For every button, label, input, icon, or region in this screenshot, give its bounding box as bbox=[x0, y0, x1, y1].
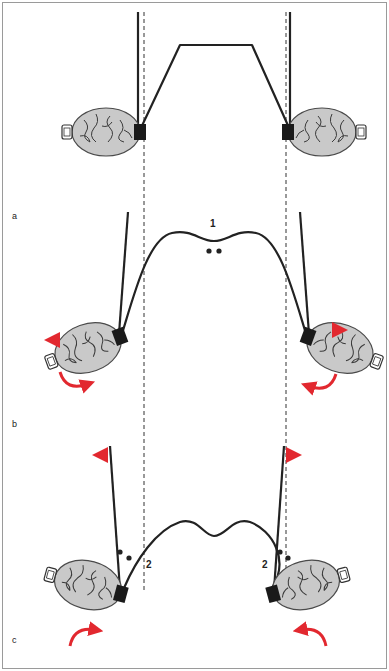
callout-number: 2 bbox=[146, 560, 152, 570]
panel-letter: c bbox=[12, 636, 17, 645]
callout-number: 1 bbox=[210, 219, 216, 229]
panel-letter: a bbox=[12, 212, 17, 221]
callout-number: 2 bbox=[262, 560, 268, 570]
panel-letter: b bbox=[12, 420, 17, 429]
